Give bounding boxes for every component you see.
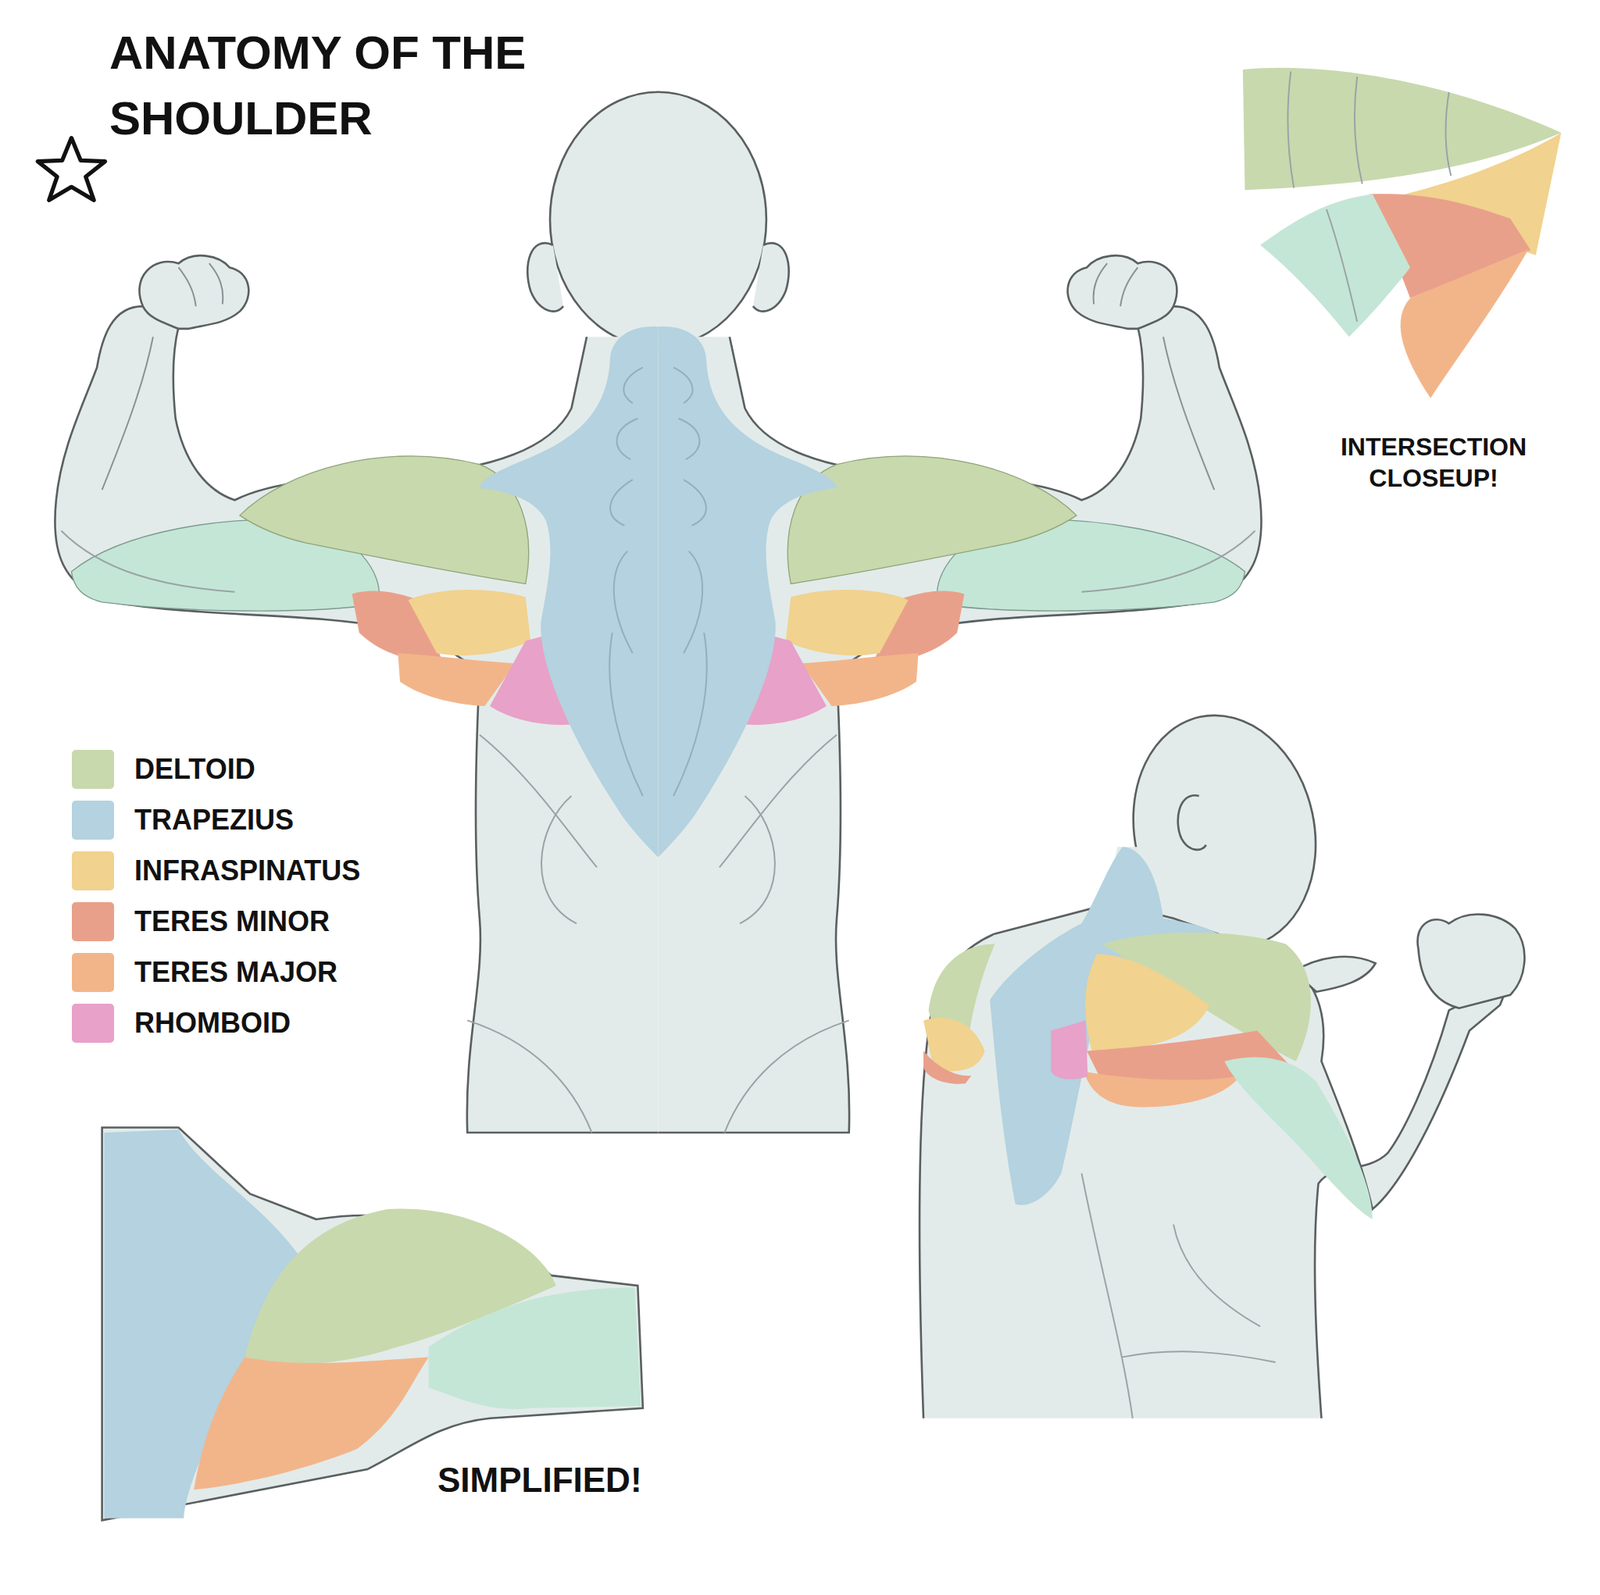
teres-minor bbox=[923, 1051, 972, 1085]
teres-major bbox=[193, 1357, 429, 1490]
back-lines bbox=[1081, 1173, 1275, 1418]
legend-text: TRAPEZIUS bbox=[134, 803, 294, 837]
legend-swatch bbox=[71, 851, 115, 891]
turned-figure bbox=[919, 698, 1525, 1419]
ear bbox=[753, 242, 790, 311]
title-star bbox=[37, 138, 105, 201]
legend-swatch bbox=[71, 902, 115, 942]
infraspinatus bbox=[1085, 953, 1209, 1051]
figure-caption: INTERSECTION CLOSEUP! bbox=[1312, 431, 1555, 494]
rhomboid bbox=[1050, 1020, 1088, 1079]
trapezius bbox=[989, 846, 1225, 1205]
title: ANATOMY OF THE SHOULDER bbox=[109, 20, 594, 152]
legend-swatch bbox=[71, 953, 115, 993]
legend-row: RHOMBOID bbox=[71, 1003, 291, 1043]
legend-swatch bbox=[71, 1003, 115, 1043]
figure-half bbox=[54, 255, 658, 1133]
legend-row: DELTOID bbox=[71, 750, 256, 790]
triceps bbox=[1260, 193, 1411, 337]
intersection-closeup bbox=[1242, 67, 1562, 399]
legend-text: INFRASPINATUS bbox=[134, 854, 361, 888]
fist bbox=[1417, 914, 1525, 1008]
legend-row: TERES MINOR bbox=[71, 902, 330, 942]
ear bbox=[1178, 795, 1207, 850]
closeup-lines bbox=[1288, 71, 1452, 322]
legend-text: DELTOID bbox=[134, 753, 256, 786]
triceps bbox=[1224, 1057, 1372, 1221]
head bbox=[550, 92, 767, 348]
figure-half bbox=[657, 255, 1261, 1133]
teres-major bbox=[1400, 249, 1529, 399]
ear bbox=[527, 242, 564, 311]
legend-row: TERES MAJOR bbox=[71, 953, 338, 993]
legend-text: TERES MINOR bbox=[134, 905, 330, 939]
legend-text: RHOMBOID bbox=[134, 1007, 291, 1040]
legend-row: INFRASPINATUS bbox=[71, 851, 361, 891]
legend-swatch bbox=[71, 750, 115, 790]
legend-swatch bbox=[71, 800, 115, 840]
triceps bbox=[428, 1288, 642, 1410]
teres-major bbox=[1083, 1071, 1240, 1108]
legend-text: TERES MAJOR bbox=[134, 956, 338, 990]
legend-row: TRAPEZIUS bbox=[71, 800, 294, 840]
figure-caption: SIMPLIFIED! bbox=[437, 1459, 735, 1502]
